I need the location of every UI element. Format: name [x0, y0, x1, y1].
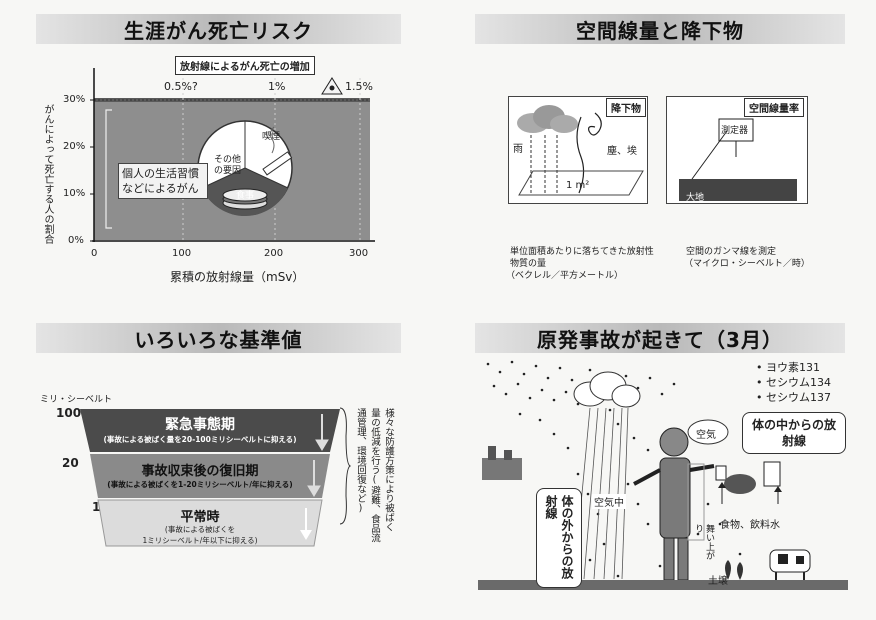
food-icon — [222, 188, 268, 210]
level-20: 20 — [62, 456, 79, 470]
lifestyle-label: 個人の生活習慣などによるがん — [118, 163, 208, 199]
risk-panel-title: 生涯がん死亡リスク — [36, 14, 401, 44]
pie-label-diet: 食事 — [236, 191, 255, 201]
y-axis-label: がんによって死亡する人の割合 — [42, 104, 53, 244]
fallout-caption-1: 単位面積あたりに落ちてきた放射性 — [510, 247, 654, 257]
airdose-caption-2: （マイクロ・シーベルト／時） — [684, 259, 810, 269]
cow-icon — [769, 549, 811, 580]
external-radiation-label: 体の外からの放射線 — [536, 488, 582, 588]
standards-funnel — [80, 409, 340, 547]
unit-label: ミリ・シーベルト — [40, 395, 113, 405]
band-recovery-title: 事故収束後の復旧期 — [141, 464, 259, 479]
level-1: 1 — [92, 500, 101, 514]
marker-1: 1% — [268, 80, 286, 93]
pie-label-smoking: 喫煙 — [262, 132, 281, 142]
side-note-col3: 通管理、環境回復など) — [355, 408, 366, 514]
cloud-icon — [573, 371, 641, 408]
fallout-caption-2: 物質の量 — [510, 259, 547, 269]
isotope-cs134: • セシウム134 — [756, 376, 831, 389]
band-recovery-sub: (事故による被ばくを1-20ミリシーベルト/年に抑える) — [107, 480, 293, 489]
air-label: 空気 — [696, 430, 716, 441]
standards-panel-title: いろいろな基準値 — [36, 323, 401, 353]
band-recovery — [90, 454, 330, 498]
marker-15: 1.5% — [345, 80, 373, 93]
dust-label: 塵、埃 — [607, 146, 637, 157]
side-note-col2: 量の低減を行う(避難、食品流 — [369, 408, 380, 543]
fallout-tag: 降下物 — [606, 98, 646, 117]
x-tick-200: 200 — [264, 248, 284, 259]
y-tick-10: 10% — [63, 188, 86, 199]
band-normal — [97, 499, 323, 547]
food-label: 食物、飲料水 — [720, 520, 780, 531]
meter-label: 測定器 — [721, 126, 749, 136]
person-figure — [633, 427, 715, 581]
isotope-list: • ヨウ素131 • セシウム134 • セシウム137 — [756, 360, 831, 405]
resuspend-label: 舞い上がり — [693, 524, 714, 560]
accident-panel-title: 原発事故が起きて（3月） — [475, 323, 845, 353]
y-tick-20: 20% — [63, 141, 86, 152]
radiation-icon — [321, 77, 343, 95]
side-bracket — [339, 407, 352, 525]
band-emergency — [80, 409, 340, 452]
power-plant-icon — [482, 446, 522, 480]
cigarette-icon — [262, 126, 293, 176]
plant-icon — [725, 560, 743, 580]
band-normal-title: 平常時 — [180, 510, 220, 525]
isotope-i131: • ヨウ素131 — [756, 361, 820, 374]
side-note-col1: 様々な防護方策により被ばく — [383, 408, 394, 532]
fallout-caption-3: （ベクレル／平方メートル） — [506, 271, 624, 281]
level-100: 100 — [56, 406, 82, 420]
isotope-cs137: • セシウム137 — [756, 391, 831, 404]
ground-label: 大地 — [686, 193, 705, 203]
x-tick-300: 300 — [349, 248, 369, 259]
marker-05: 0.5%? — [164, 80, 198, 93]
x-axis-label: 累積の放射線量（mSv） — [170, 270, 305, 284]
area-label: 1 m² — [566, 180, 590, 191]
band-emergency-sub: (事故による被ばく量を20-100ミリシーベルトに抑える) — [103, 435, 297, 444]
band-normal-sub-2: 1ミリシーベルト/年以下に抑える) — [142, 536, 258, 545]
accident-illustration — [478, 360, 848, 590]
internal-radiation-label: 体の中からの放射線 — [742, 412, 846, 454]
pie-label-other: その他の要因 — [214, 155, 242, 176]
x-tick-100: 100 — [172, 248, 192, 259]
band-normal-sub-1: (事故による被ばくを — [164, 525, 236, 534]
airdose-caption-1: 空間のガンマ線を測定 — [686, 247, 777, 257]
airdose-tag: 空間線量率 — [744, 98, 804, 117]
risk-chart — [90, 68, 375, 242]
y-tick-30: 30% — [63, 94, 86, 105]
ground-block — [679, 179, 797, 201]
x-tick-0: 0 — [91, 248, 98, 259]
band-emergency-title: 緊急事態期 — [165, 417, 235, 433]
cloud-icon — [517, 105, 578, 133]
soil-label: 土壌 — [708, 576, 728, 587]
airborne-label: 空気中 — [592, 494, 626, 509]
food-icon — [715, 461, 781, 494]
airdose-diagram — [666, 96, 808, 204]
ground-bar — [478, 580, 848, 590]
deposition-panel-title: 空間線量と降下物 — [475, 14, 845, 44]
y-tick-0: 0% — [68, 235, 84, 246]
rain-label: 雨 — [513, 144, 523, 155]
down-arrows — [307, 414, 329, 497]
radiation-increase-banner: 放射線によるがん死亡の増加 — [175, 56, 315, 75]
air-bubble — [687, 419, 729, 445]
